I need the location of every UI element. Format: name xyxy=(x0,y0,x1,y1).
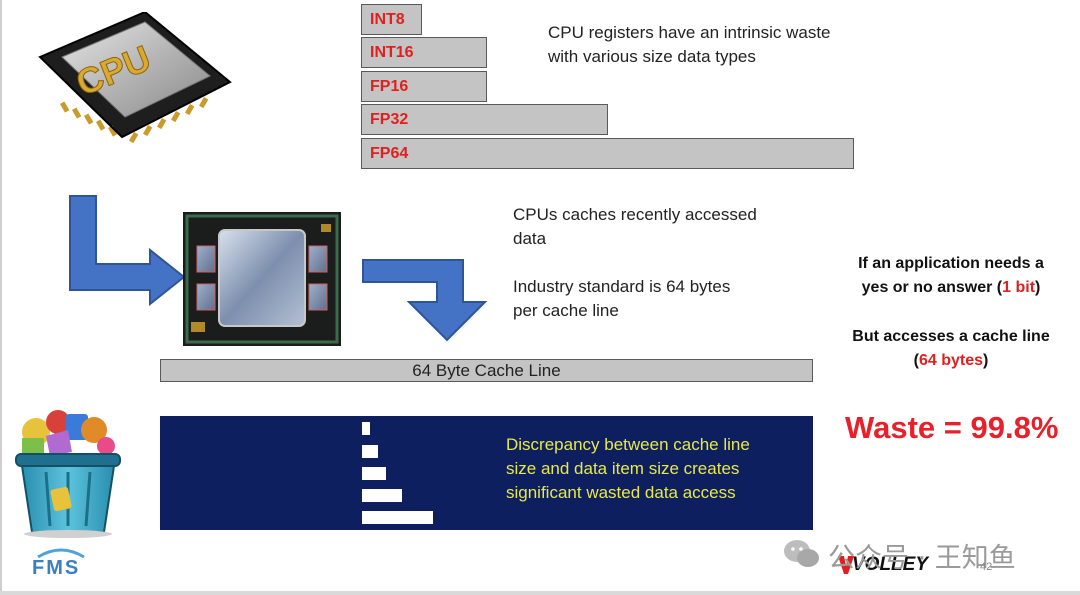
fms-logo: FMS xyxy=(28,547,94,581)
cache-line-4: per cache line xyxy=(513,301,619,320)
mini-bar-int8 xyxy=(362,422,370,435)
datatype-bar-fp32: FP32 xyxy=(361,104,608,135)
datatype-label-int8: INT8 xyxy=(370,11,405,28)
datatype-label-fp64: FP64 xyxy=(370,145,409,162)
slide-bottom-border xyxy=(0,591,1080,595)
access-line-2: (64 bytes) xyxy=(913,352,989,369)
datatype-bar-fp64: FP64 xyxy=(361,138,854,169)
datatype-bar-int8: INT8 xyxy=(361,4,422,35)
cpu-chip-icon: CPU xyxy=(38,12,232,144)
arrow-down-right-icon xyxy=(69,195,186,306)
datatype-bar-fp16: FP16 xyxy=(361,71,487,102)
sixty-four-bytes-highlight: 64 bytes xyxy=(918,352,984,369)
datatype-label-int16: INT16 xyxy=(370,44,414,61)
discrepancy-line-1: Discrepancy between cache line xyxy=(506,435,750,454)
fms-logo-text: FMS xyxy=(32,557,81,579)
volley-logo-mark-icon xyxy=(838,556,854,574)
watermark-text: 公众号 · 王知鱼 xyxy=(828,543,1016,574)
wechat-icon xyxy=(784,540,819,567)
registers-line-1: CPU registers have an intrinsic waste xyxy=(548,23,831,42)
cache-line-bar: 64 Byte Cache Line xyxy=(160,359,813,382)
datatype-label-fp32: FP32 xyxy=(370,111,409,128)
discrepancy-line-2: size and data item size creates xyxy=(506,459,740,478)
cache-line-2: data xyxy=(513,229,547,248)
registers-description: CPU registers have an intrinsic waste wi… xyxy=(548,21,831,69)
discrepancy-line-3: significant wasted data access xyxy=(506,483,736,502)
slide-left-border xyxy=(0,0,2,595)
registers-line-2: with various size data types xyxy=(548,47,756,66)
fms-logo-swoosh-icon xyxy=(37,548,85,559)
mini-bar-fp64 xyxy=(362,511,433,524)
datatype-bar-int16: INT16 xyxy=(361,37,487,68)
page-number: 42 xyxy=(980,561,993,573)
cache-line-3: Industry standard is 64 bytes xyxy=(513,277,731,296)
volley-logo-text: VOLLEY xyxy=(852,554,929,575)
cache-line-1: CPUs caches recently accessed xyxy=(513,205,757,224)
mini-bar-int16 xyxy=(362,445,378,458)
access-line-1: But accesses a cache line xyxy=(852,328,1050,345)
arrow-right-down-icon xyxy=(362,259,488,342)
application-question: If an application needs a yes or no answ… xyxy=(832,252,1070,300)
cache-description: CPUs caches recently accessed data Indus… xyxy=(513,203,757,323)
datatype-label-fp16: FP16 xyxy=(370,78,409,95)
waste-percentage: Waste = 99.8% xyxy=(845,410,1059,445)
mini-bar-fp32 xyxy=(362,489,402,502)
discrepancy-text: Discrepancy between cache line size and … xyxy=(506,433,806,505)
trash-can-icon xyxy=(15,410,121,538)
cache-access-statement: But accesses a cache line (64 bytes) xyxy=(832,325,1070,373)
cache-die-image xyxy=(183,212,341,346)
discrepancy-panel: Discrepancy between cache line size and … xyxy=(160,416,813,530)
one-bit-highlight: 1 bit xyxy=(1002,279,1036,296)
mini-bar-fp16 xyxy=(362,467,386,480)
question-line-1: If an application needs a xyxy=(858,255,1044,272)
question-line-2: yes or no answer (1 bit) xyxy=(861,279,1041,296)
